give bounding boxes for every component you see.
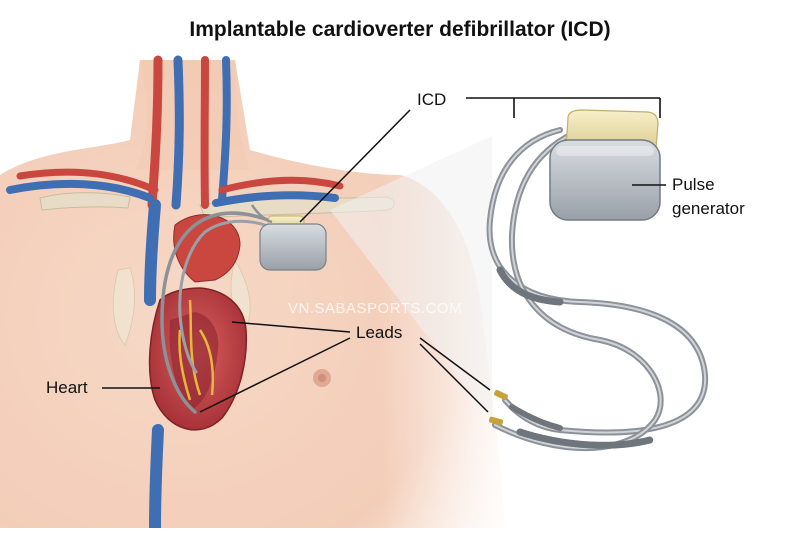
implanted-icd — [250, 204, 327, 271]
icd-detail — [486, 109, 709, 451]
magnify-cone — [330, 136, 492, 420]
blood-vessels — [6, 55, 344, 533]
pulse-generator-label-line2: generator — [672, 199, 745, 218]
watermark: VN.SABASPORTS.COM — [288, 300, 463, 317]
lead-tips — [488, 389, 508, 426]
icd-label: ICD — [417, 90, 447, 109]
leader-lines — [102, 109, 666, 413]
leads-label: Leads — [356, 323, 403, 342]
icd-bracket — [466, 97, 661, 118]
implanted-leads — [160, 211, 270, 414]
heart-label: Heart — [46, 378, 88, 397]
pulse-generator-label-line1: Pulse — [672, 175, 715, 194]
diagram-title: Implantable cardioverter defibrillator (… — [189, 18, 611, 41]
